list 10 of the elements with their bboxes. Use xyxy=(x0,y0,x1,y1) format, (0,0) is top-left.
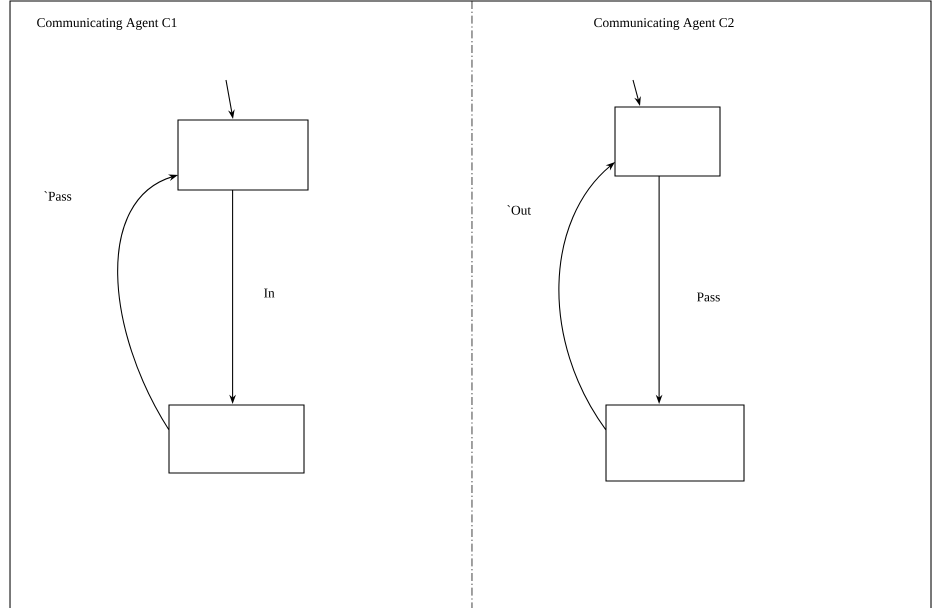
panel-heading: Communicating Agent C2 xyxy=(594,18,734,30)
edge-label: Pass xyxy=(696,292,720,302)
edge-label: `Out xyxy=(507,205,531,215)
state-box xyxy=(614,106,721,177)
state-box xyxy=(605,404,745,482)
panel-heading: Communicating Agent C1 xyxy=(37,18,177,30)
state-box xyxy=(177,119,309,191)
state-box xyxy=(168,404,305,474)
edge-label: In xyxy=(264,288,274,298)
edge-label: `Pass xyxy=(44,191,72,201)
